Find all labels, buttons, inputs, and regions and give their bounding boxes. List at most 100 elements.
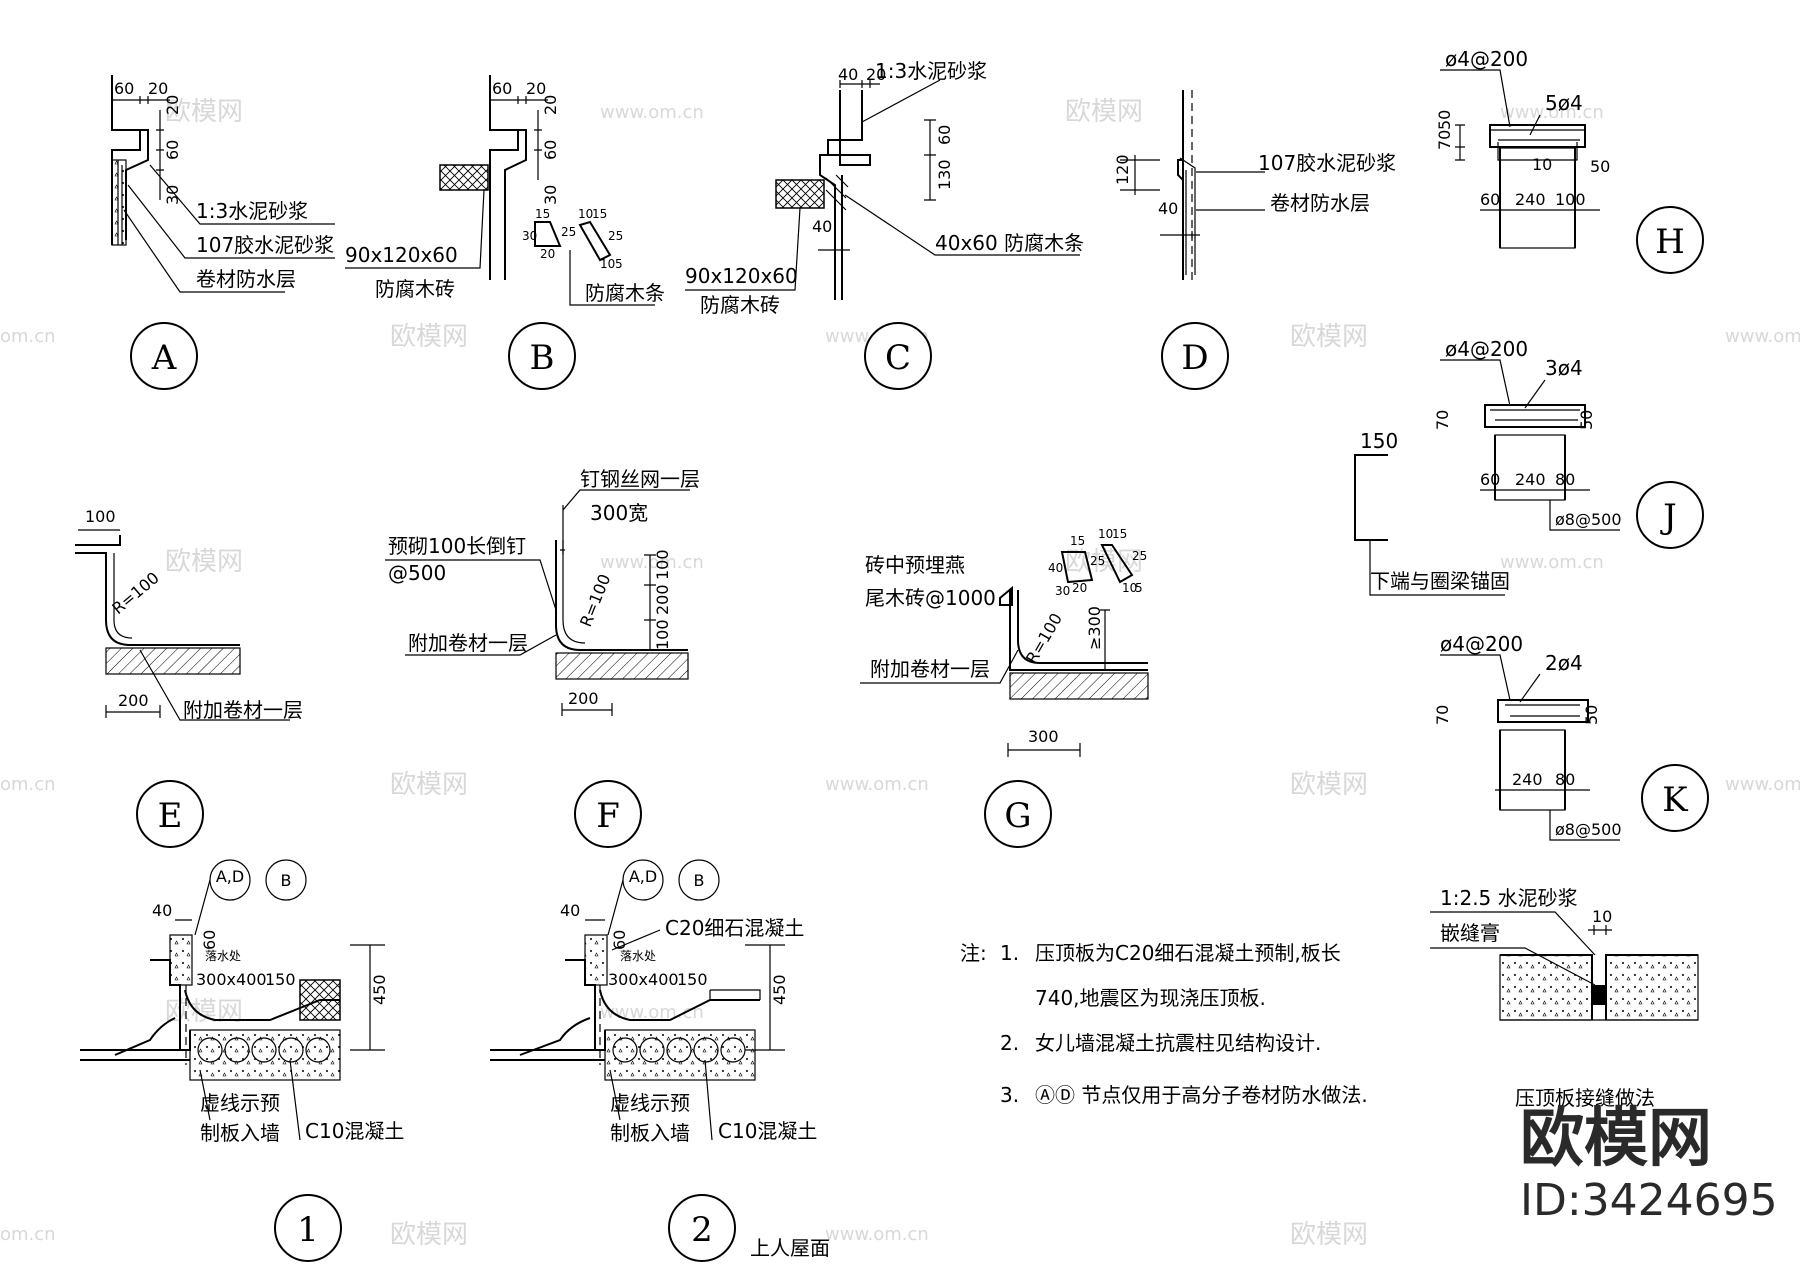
label-circle-d: [1161, 322, 1229, 390]
note-1-text: 压顶板为C20细石混凝土预制,板长: [1035, 941, 1341, 965]
strip-g-dim: 5: [1135, 581, 1143, 595]
watermark-brand: 欧模网: [165, 997, 243, 1027]
detail-e: 100 R=100 200 附加卷材一层 E: [75, 507, 303, 848]
ref-1-b: B: [281, 871, 292, 890]
watermark-site: om.cn: [0, 326, 56, 347]
notes-heading: 注:: [960, 941, 987, 965]
detail-j: ø4@200 3ø4 70 50 60 240 80 ø8@500 150 下端…: [1354, 337, 1704, 596]
watermark-site: www.om.cn: [1500, 102, 1604, 123]
strip-b-dim: 15: [535, 207, 550, 221]
label-f: F: [596, 796, 620, 836]
ref-1-ad: A,D: [216, 867, 244, 886]
strip-b-dim: 15: [592, 207, 607, 221]
dim-b-30: 30: [541, 185, 560, 205]
detail-1: A,D B 40 60 落水处 300x400 150 450 虚线示预 制板入…: [80, 859, 404, 1262]
strip-g-dim: 20: [1072, 581, 1087, 595]
note-2-3: C10混凝土: [718, 1119, 817, 1143]
anchor-len-j: 150: [1360, 429, 1398, 453]
strip-g-dim: 15: [1112, 527, 1127, 541]
dim-k-50: 50: [1582, 705, 1601, 725]
dim-1-60: 60: [200, 930, 219, 950]
label-e: E: [158, 796, 183, 836]
note-2-c20: C20细石混凝土: [665, 916, 804, 940]
radius-g: R=100: [1022, 610, 1066, 667]
dim-b-20: 20: [526, 79, 546, 98]
rebar-main-k: 2ø4: [1545, 651, 1583, 675]
watermark-brand: 欧模网: [390, 1220, 468, 1250]
note-d-1: 107胶水泥砂浆: [1258, 151, 1396, 175]
dim-h-70: 70: [1435, 130, 1454, 150]
label-circle-g: [984, 780, 1052, 848]
strip-g-dim: 10: [1098, 527, 1113, 541]
dim-j-240: 240: [1515, 470, 1546, 489]
dim-1-150: 150: [265, 970, 296, 989]
label-circle-a: [130, 322, 198, 390]
wood-brick-c: 90x120x60: [685, 264, 798, 288]
label-d: D: [1181, 338, 1208, 378]
watermarks: 欧模网 www.om.cn 欧模网 www.om.cn om.cn 欧模网 ww…: [0, 97, 1800, 1250]
brand-id: ID:3424695: [1520, 1175, 1778, 1226]
dim-f-100b: 100: [653, 619, 672, 650]
dim-k-80: 80: [1555, 770, 1575, 789]
note-3-text: ⒶⒹ 节点仅用于高分子卷材防水做法.: [1035, 1083, 1368, 1107]
dim-a-30: 30: [163, 185, 182, 205]
label-1: 1: [297, 1210, 319, 1250]
wood-brick-label-c: 防腐木砖: [700, 293, 780, 317]
stirrup-j: ø8@500: [1555, 510, 1622, 529]
label-h: H: [1655, 222, 1685, 262]
label-circle-j: [1636, 481, 1704, 549]
dim-2-450: 450: [770, 974, 789, 1005]
dim-f-100: 100: [653, 549, 672, 580]
strip-g-dim: 25: [1090, 554, 1105, 568]
watermark-brand: 欧模网: [390, 322, 468, 352]
strip-b-dim: 10: [578, 207, 593, 221]
label-circle-b: [508, 322, 576, 390]
detail-b: 60 20 20 60 30 90x120x60 防腐木砖 15 25 30 2…: [345, 75, 665, 390]
note-f-1: 钉钢丝网一层: [580, 467, 700, 491]
note-g-1: 砖中预埋燕: [865, 553, 965, 577]
note-a-1: 1:3水泥砂浆: [196, 199, 308, 223]
dim-c-60: 60: [935, 125, 954, 145]
strip-b-dim: 10: [600, 257, 615, 271]
rebar-top-k: ø4@200: [1440, 632, 1523, 656]
watermark-brand: 欧模网: [1290, 770, 1368, 800]
label-circle-e: [136, 780, 204, 848]
watermark-site: om.cn: [0, 1224, 56, 1245]
watermark-site: www.om.cn: [825, 1224, 929, 1245]
dim-d-40: 40: [1158, 199, 1178, 218]
watermark-brand: 欧模网: [1290, 322, 1368, 352]
label-j: J: [1660, 497, 1677, 537]
note-d-2: 卷材防水层: [1270, 191, 1370, 215]
brand-name: 欧模网: [1520, 1102, 1712, 1176]
brand-logo: 欧模网 ID:3424695: [1520, 1102, 1778, 1226]
note-f-4: @500: [388, 561, 446, 585]
notes-block: 注: 1. 压顶板为C20细石混凝土预制,板长 740,地震区为现浇压顶板. 2…: [960, 941, 1368, 1107]
label-c: C: [885, 338, 911, 378]
radius-e: R=100: [108, 568, 162, 618]
strip-b-dim: 20: [540, 247, 555, 261]
dim-k-70: 70: [1433, 705, 1452, 725]
dim-1-300x400: 300x400: [196, 970, 267, 989]
dim-b-60: 60: [492, 79, 512, 98]
note-3-num: 3.: [1000, 1083, 1019, 1107]
dim-j-80: 80: [1555, 470, 1575, 489]
note-a-3: 卷材防水层: [196, 267, 296, 291]
dim-j-50: 50: [1577, 410, 1596, 430]
radius-f: R=100: [576, 571, 614, 629]
label-k: K: [1662, 780, 1688, 820]
dim-e-100: 100: [85, 507, 116, 526]
note-g-2: 尾木砖@1000: [865, 586, 996, 610]
label-circle-2: [668, 1194, 736, 1262]
rebar-main-h: 5ø4: [1545, 91, 1583, 115]
stirrup-k: ø8@500: [1555, 820, 1622, 839]
note-g-3: 附加卷材一层: [870, 657, 990, 681]
watermark-site: www.om.cn: [600, 102, 704, 123]
drain-1: 落水处: [205, 949, 241, 963]
strip-b-dim: 30: [522, 229, 537, 243]
note-1-num: 1.: [1000, 941, 1019, 965]
watermark-brand: 欧模网: [165, 97, 243, 127]
label-circle-f: [574, 780, 642, 848]
strip-label-b: 防腐木条: [585, 281, 665, 305]
note-e: 附加卷材一层: [183, 698, 303, 722]
